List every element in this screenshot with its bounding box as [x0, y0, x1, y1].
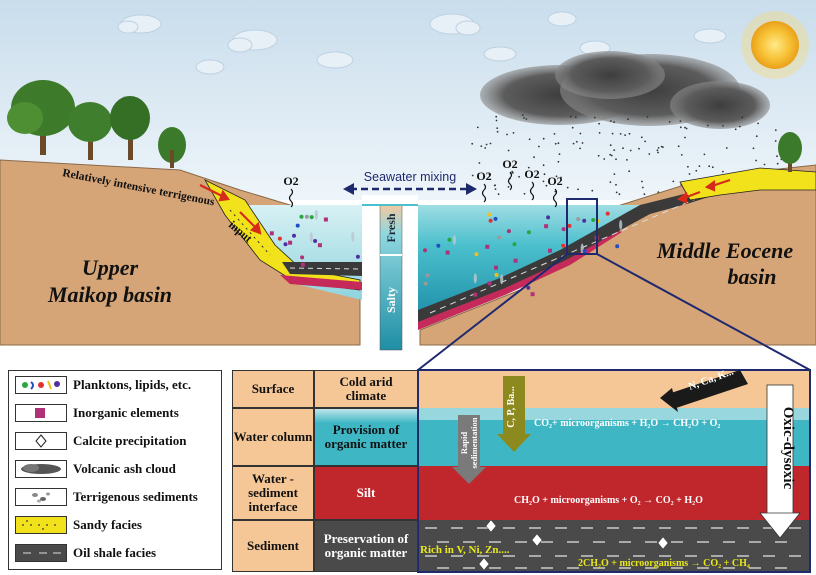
white-clouds: [117, 11, 727, 75]
o2-label: O2: [476, 169, 491, 183]
left-oil-shale: [282, 262, 362, 276]
cpba-arrow: [497, 376, 531, 452]
calcite-diamond-icon: [15, 432, 67, 450]
salty-label: Salty: [384, 287, 398, 313]
right-sandy-facies: [679, 167, 816, 201]
terrigenous-arrows-right: [676, 178, 731, 204]
terrigenous-icon: [15, 488, 67, 506]
fresh-label: Fresh: [384, 213, 398, 242]
rapid-sedimentation-arrow: [452, 415, 486, 484]
o2-label: O2: [524, 167, 539, 181]
row-label-water-column: Water column: [232, 408, 314, 466]
rich-in-metals-label: Rich in V, Ni, Zn....: [420, 544, 510, 556]
legend-item-oil-shale: Oil shale facies: [15, 541, 156, 565]
equation-methanogenesis: 2CH₂O + microorganisms → CO₂ + CH₄: [578, 558, 750, 569]
oxic-dysoxic-arrow: [759, 384, 801, 539]
process-sediment: Preservation of organic matter: [314, 520, 418, 572]
trees-right: [778, 132, 802, 172]
seawater-mixing-arrow: [343, 183, 477, 195]
upper-maikop-label-line2: Maikop basin: [47, 282, 172, 307]
terrigenous-arrows-left: [199, 184, 262, 235]
middle-eocene-label-line1: Middle Eocene: [656, 238, 793, 263]
rapid-label-2: sedimentation: [469, 417, 479, 468]
calcite-diamonds: [478, 519, 669, 571]
plankton-icon: [15, 376, 67, 394]
legend: Planktons, lipids, etc. Inorganic elemen…: [8, 370, 222, 570]
silt-band: [418, 466, 810, 520]
process-table: Surface Water column Water - sediment in…: [232, 370, 812, 572]
left-red-layer: [280, 275, 362, 290]
oxic-dysoxic-label: Oxic-dysoxic: [780, 407, 796, 490]
equation-photosynthesis: CO₂+ microorganisms + H₂O → CH₂O + O₂: [534, 418, 721, 429]
legend-item-calcite: Calcite precipitation: [15, 429, 187, 453]
cpba-label: C, P, Ba...: [506, 386, 517, 428]
sandy-dots: [229, 209, 271, 256]
inorganic-square-icon: [15, 404, 67, 422]
row-label-surface: Surface: [232, 370, 314, 408]
trees-left: [7, 80, 186, 168]
upper-maikop-label-line1: Upper: [82, 255, 139, 280]
suspended-particles: [269, 208, 623, 297]
middle-eocene-label-line2: basin: [728, 264, 777, 289]
rapid-label-1: Rapid: [459, 432, 469, 454]
nck-arrow: [660, 370, 748, 412]
surface-band: [418, 370, 810, 408]
legend-item-ash: Volcanic ash cloud: [15, 457, 176, 481]
row-label-sediment: Sediment: [232, 520, 314, 572]
volcanic-ash-cloud: [480, 51, 770, 129]
ash-cloud-icon: [15, 460, 67, 478]
legend-item-plankton: Planktons, lipids, etc.: [15, 373, 191, 397]
row-label-interface: Water - sediment interface: [232, 466, 314, 520]
sandy-facies-icon: [15, 516, 67, 534]
process-surface: Cold arid climate: [314, 370, 418, 408]
o2-label: O2: [283, 174, 298, 188]
o2-label: O2: [547, 174, 562, 188]
legend-item-terrigenous: Terrigenous sediments: [15, 485, 198, 509]
process-interface: Silt: [314, 466, 418, 520]
equation-respiration: CH₂O + microorganisms + O₂ → CO₂ + H₂O: [514, 495, 703, 506]
seawater-mixing-label: Seawater mixing: [364, 170, 456, 184]
process-water-column: Provision of organic matter: [314, 408, 418, 466]
legend-item-sandy: Sandy facies: [15, 513, 142, 537]
sun-icon: [741, 11, 809, 79]
legend-item-inorganic: Inorganic elements: [15, 401, 179, 425]
o2-label: O2: [502, 157, 517, 171]
oil-shale-icon: [15, 544, 67, 562]
zoom-box: [566, 198, 598, 255]
